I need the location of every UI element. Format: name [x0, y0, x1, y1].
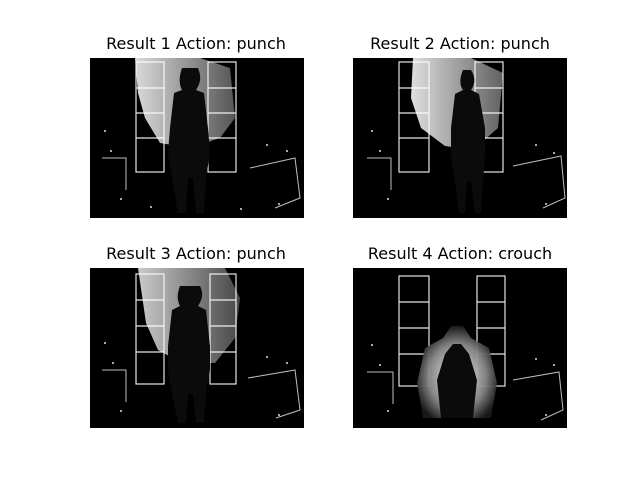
panel-2-depth-svg — [353, 58, 567, 218]
panel-2-depth-image — [353, 58, 567, 218]
panel-4-depth-svg — [353, 268, 567, 428]
panel-1-depth-image — [90, 58, 304, 218]
panel-3-title: Result 3 Action: punch — [106, 244, 286, 263]
panel-1-depth-svg — [90, 58, 304, 218]
panel-3-depth-image — [90, 268, 304, 428]
panel-3-depth-svg — [90, 268, 304, 428]
panel-2-title: Result 2 Action: punch — [370, 34, 550, 53]
panel-4-depth-image — [353, 268, 567, 428]
panel-4-title: Result 4 Action: crouch — [367, 244, 553, 263]
panel-1-title: Result 1 Action: punch — [106, 34, 286, 53]
